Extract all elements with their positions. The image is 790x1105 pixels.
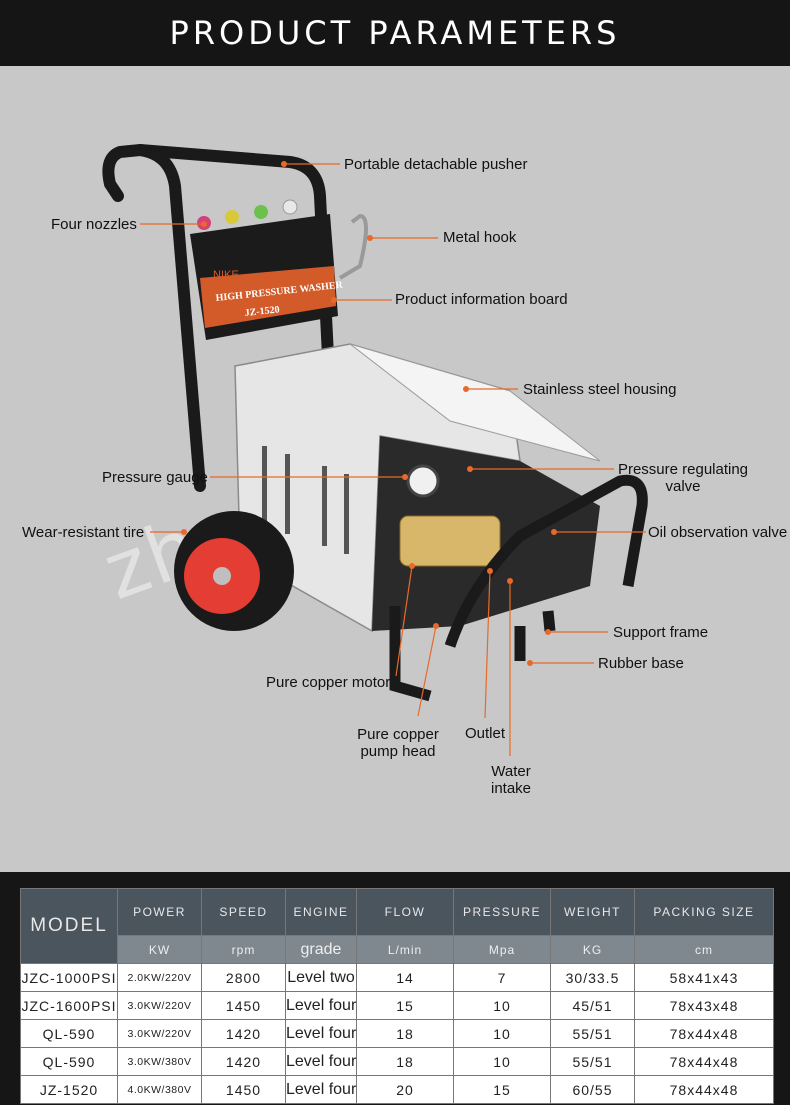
callout-housing: Stainless steel housing	[523, 381, 677, 398]
unit-engine: grade	[285, 935, 357, 964]
cell-model: JZ-1520	[20, 1075, 118, 1104]
callout-water: Water intake	[490, 763, 532, 797]
cell-flow: 14	[356, 963, 454, 992]
table-row: QL-590 3.0KW/380V 1420 Level four 18 10 …	[20, 1047, 774, 1076]
cell-packing: 78x43x48	[634, 991, 774, 1020]
cell-pressure: 10	[453, 1019, 551, 1048]
cell-pressure: 10	[453, 1047, 551, 1076]
cell-flow: 18	[356, 1047, 454, 1076]
unit-weight: KG	[550, 935, 635, 964]
col-flow: FLOW	[356, 888, 454, 936]
cell-weight: 30/33.5	[550, 963, 635, 992]
callout-rubber: Rubber base	[598, 655, 684, 672]
table-row: JZC-1600PSI 3.0KW/220V 1450 Level four 1…	[20, 991, 774, 1020]
cell-power: 2.0KW/220V	[117, 963, 202, 992]
col-model: MODEL	[20, 888, 118, 964]
cell-engine: Level four	[285, 1075, 357, 1104]
cell-engine: Level four	[285, 1047, 357, 1076]
cell-model: QL-590	[20, 1019, 118, 1048]
cell-speed: 1420	[201, 1019, 286, 1048]
callout-nozzles: Four nozzles	[51, 216, 137, 233]
cell-weight: 55/51	[550, 1047, 635, 1076]
cell-weight: 60/55	[550, 1075, 635, 1104]
cell-speed: 2800	[201, 963, 286, 992]
unit-power: KW	[117, 935, 202, 964]
col-engine: ENGINE	[285, 888, 357, 936]
cell-packing: 78x44x48	[634, 1047, 774, 1076]
cell-pressure: 10	[453, 991, 551, 1020]
table-row: JZ-1520 4.0KW/380V 1450 Level four 20 15…	[20, 1075, 774, 1104]
cell-power: 3.0KW/220V	[117, 991, 202, 1020]
callout-outlet: Outlet	[465, 725, 506, 742]
cell-model: JZC-1600PSI	[20, 991, 118, 1020]
col-speed: SPEED	[201, 888, 286, 936]
page-title: PRODUCT PARAMETERS	[0, 0, 790, 66]
cell-packing: 78x44x48	[634, 1075, 774, 1104]
cell-flow: 15	[356, 991, 454, 1020]
cell-speed: 1450	[201, 991, 286, 1020]
product-hero: zhenjinkeji NIKE HIGH PRESSURE WASHER JZ…	[0, 66, 790, 872]
callout-pusher: Portable detachable pusher	[344, 156, 528, 173]
col-weight: WEIGHT	[550, 888, 635, 936]
cell-power: 3.0KW/380V	[117, 1047, 202, 1076]
cell-pressure: 7	[453, 963, 551, 992]
callout-regulating: Pressure regulating valve	[617, 461, 749, 495]
callout-oil: Oil observation valve	[648, 524, 788, 541]
cell-model: JZC-1000PSI	[20, 963, 118, 992]
callout-gauge: Pressure gauge	[102, 469, 208, 486]
units-row: KW rpm grade L/min Mpa KG cm	[21, 935, 774, 964]
col-pressure: PRESSURE	[453, 888, 551, 936]
unit-flow: L/min	[356, 935, 454, 964]
callout-hook: Metal hook	[443, 229, 517, 246]
panel-line2: JZ-1520	[244, 304, 280, 319]
cell-packing: 78x44x48	[634, 1019, 774, 1048]
cell-speed: 1450	[201, 1075, 286, 1104]
parameters-section: MODEL POWER SPEED ENGINE FLOW PRESSURE W…	[0, 872, 790, 1105]
cell-speed: 1420	[201, 1047, 286, 1076]
cell-packing: 58x41x43	[634, 963, 774, 992]
cell-engine: Level four	[285, 991, 357, 1020]
parameters-table: MODEL POWER SPEED ENGINE FLOW PRESSURE W…	[20, 888, 774, 1104]
cell-engine: Level two	[285, 963, 357, 992]
cell-flow: 18	[356, 1019, 454, 1048]
cell-weight: 45/51	[550, 991, 635, 1020]
callout-support: Support frame	[613, 624, 709, 641]
cell-model: QL-590	[20, 1047, 118, 1076]
header-row: MODEL POWER SPEED ENGINE FLOW PRESSURE W…	[20, 888, 774, 964]
cell-power: 3.0KW/220V	[117, 1019, 202, 1048]
table-row: JZC-1000PSI 2.0KW/220V 2800 Level two 14…	[20, 963, 774, 992]
cell-weight: 55/51	[550, 1019, 635, 1048]
col-power: POWER	[117, 888, 202, 936]
cell-power: 4.0KW/380V	[117, 1075, 202, 1104]
unit-speed: rpm	[201, 935, 286, 964]
col-packing: PACKING SIZE	[634, 888, 774, 936]
cell-engine: Level four	[285, 1019, 357, 1048]
callout-pump: Pure copper pump head	[357, 726, 439, 760]
callout-tire: Wear-resistant tire	[22, 524, 145, 541]
unit-packing: cm	[634, 935, 774, 964]
callout-info-board: Product information board	[395, 291, 568, 308]
unit-pressure: Mpa	[453, 935, 551, 964]
callout-motor: Pure copper motor	[266, 674, 391, 691]
table-row: QL-590 3.0KW/220V 1420 Level four 18 10 …	[20, 1019, 774, 1048]
cell-flow: 20	[356, 1075, 454, 1104]
cell-pressure: 15	[453, 1075, 551, 1104]
panel-brand: NIKE	[213, 269, 239, 281]
pressure-washer-illustration: NIKE HIGH PRESSURE WASHER JZ-1520	[102, 143, 648, 756]
